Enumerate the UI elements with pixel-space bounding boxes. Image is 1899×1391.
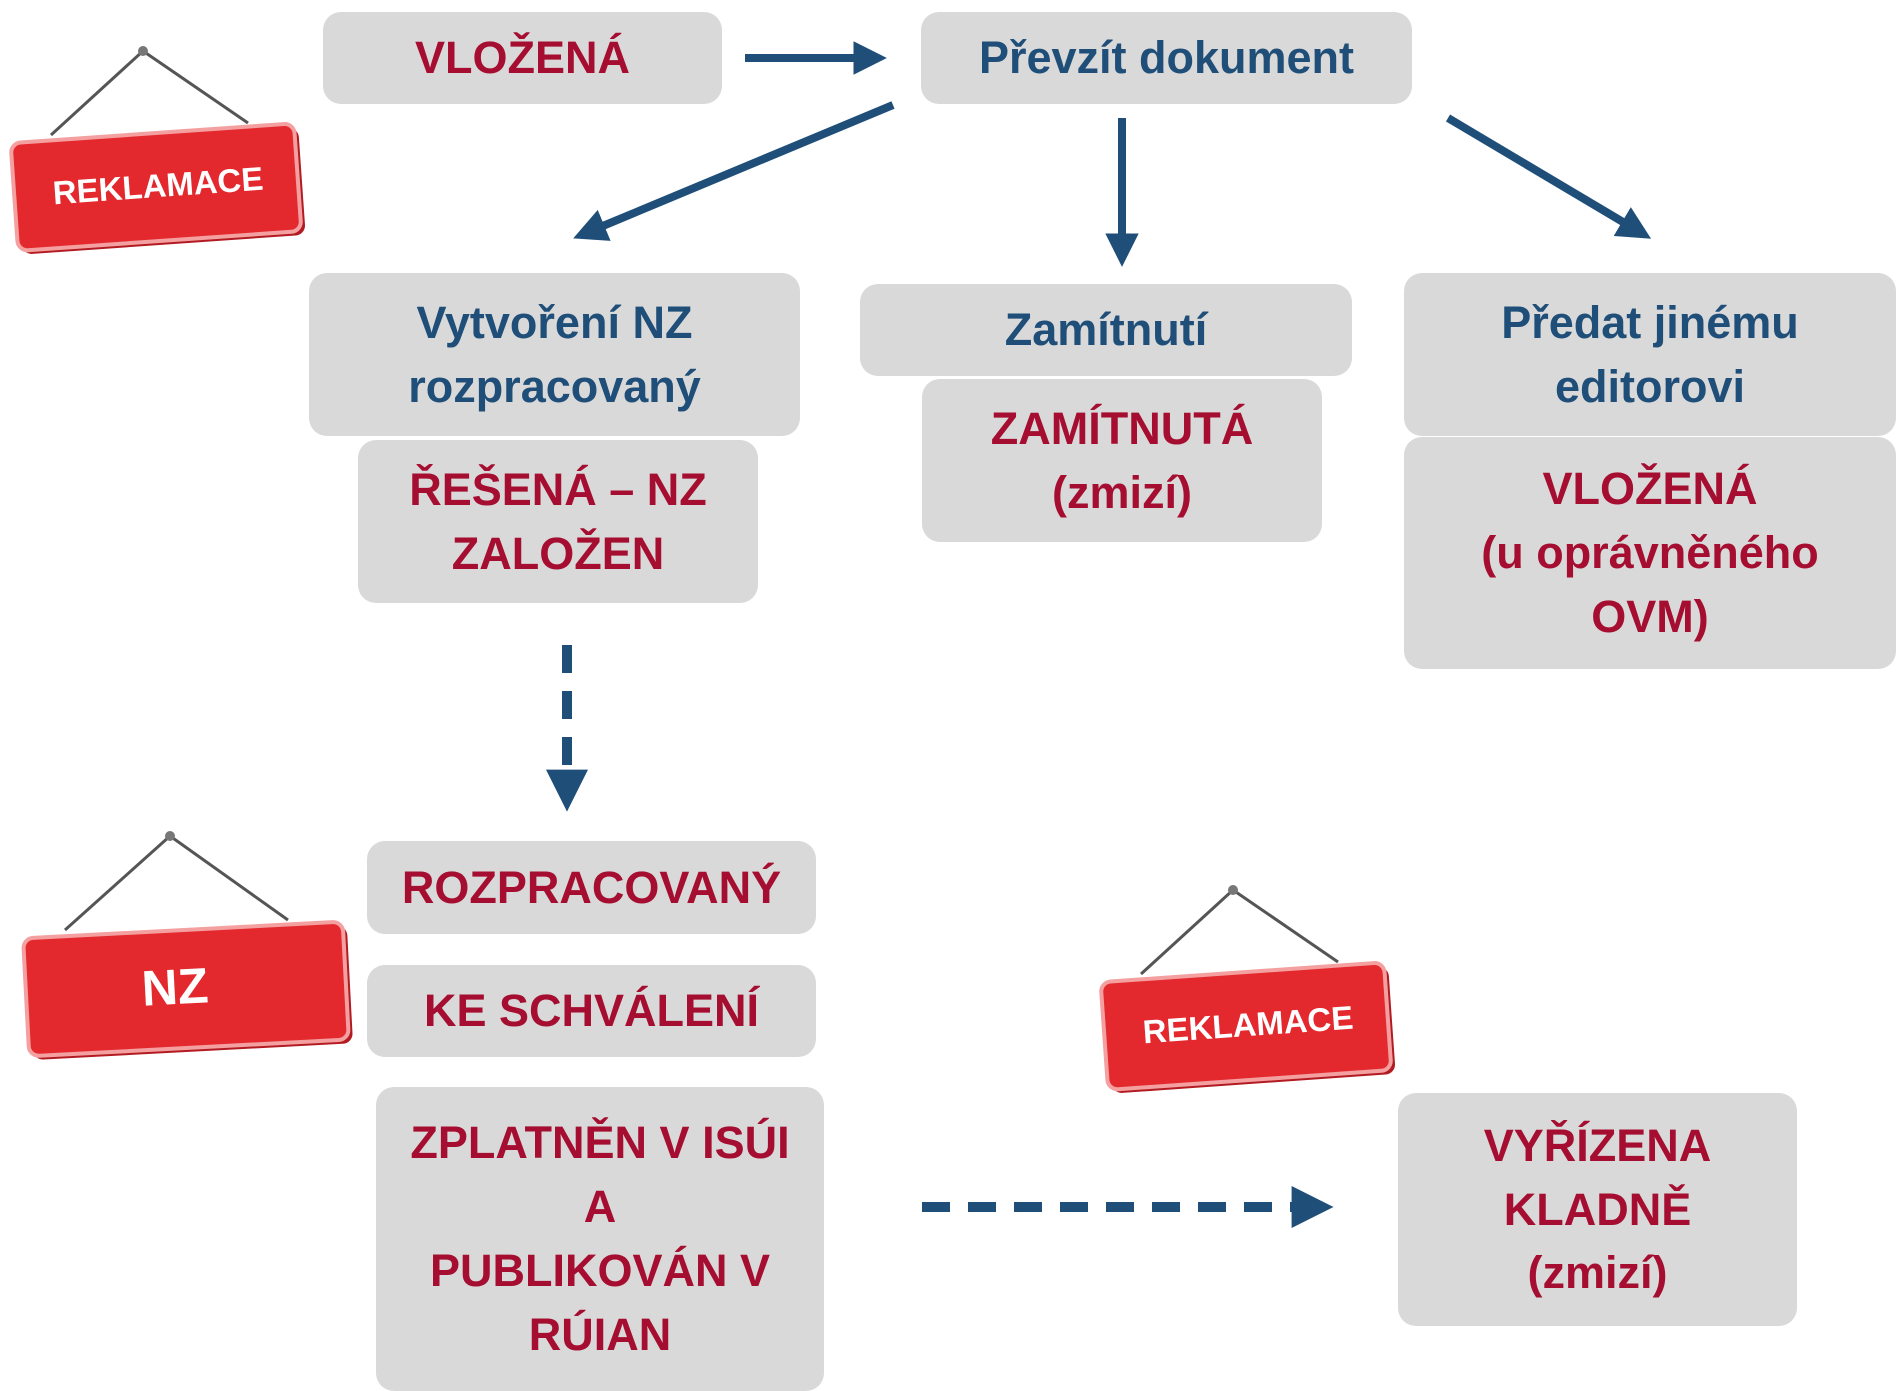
vlozena-top-label: VLOŽENÁ	[414, 32, 630, 84]
zamitnuta-box: ZAMÍTNUTÁ (zmizí)	[922, 379, 1322, 542]
resena-line-2: ZALOŽEN	[451, 527, 665, 579]
vlozena-ovm-line-2: (u oprávněného	[1481, 527, 1819, 579]
zplatnen-line-2: A	[583, 1181, 617, 1233]
vyrizena-kladne-box: VYŘÍZENA KLADNĚ (zmizí)	[1398, 1093, 1797, 1326]
zamitnuti-label: Zamítnutí	[1004, 304, 1208, 356]
arrow-prevzit-to-predat	[1445, 114, 1652, 239]
vlozena-ovm-line-1: VLOŽENÁ	[1542, 463, 1758, 515]
zamitnuta-line-2: (zmizí)	[1052, 466, 1192, 518]
zamitnuta-line-1: ZAMÍTNUTÁ	[990, 402, 1254, 454]
vytvoreni-line-2: rozpracovaný	[408, 360, 701, 412]
zplatnen-line-1: ZPLATNĚN V ISÚI	[410, 1117, 790, 1169]
predat-line-1: Předat jinému	[1501, 296, 1799, 348]
zplatnen-box: ZPLATNĚN V ISÚI A PUBLIKOVÁN V RÚIAN	[376, 1087, 824, 1391]
nz-sign: NZ	[20, 830, 353, 1060]
ke-schvaleni-box: KE SCHVÁLENÍ	[367, 965, 816, 1057]
vytvoreni-line-1: Vytvoření NZ	[416, 296, 693, 348]
resena-line-1: ŘEŠENÁ – NZ	[409, 463, 707, 515]
resena-box: ŘEŠENÁ – NZ ZALOŽEN	[358, 440, 758, 603]
predat-editorovi-box: Předat jinému editorovi	[1404, 273, 1896, 436]
arrow-prevzit-to-vytvoreni	[573, 101, 895, 241]
zplatnen-line-4: RÚIAN	[528, 1308, 672, 1360]
prevzit-dokument-box: Převzít dokument	[921, 12, 1412, 104]
vyrizena-line-3: (zmizí)	[1527, 1247, 1668, 1299]
ke-schvaleni-label: KE SCHVÁLENÍ	[423, 985, 760, 1037]
vlozena-ovm-box: VLOŽENÁ (u oprávněného OVM)	[1404, 437, 1896, 669]
vyrizena-line-1: VYŘÍZENA	[1483, 1119, 1712, 1171]
rozpracovany-box: ROZPRACOVANÝ	[367, 841, 816, 934]
vyrizena-line-2: KLADNĚ	[1503, 1183, 1692, 1235]
rozpracovany-label: ROZPRACOVANÝ	[401, 861, 782, 913]
vlozena-ovm-line-3: OVM)	[1591, 590, 1709, 642]
zplatnen-line-3: PUBLIKOVÁN V	[429, 1245, 771, 1296]
reklamace-sign-top: REKLAMACE	[8, 45, 308, 255]
vlozena-top-box: VLOŽENÁ	[323, 12, 722, 104]
reklamace-sign-bottom: REKLAMACE	[1098, 884, 1398, 1094]
zamitnuti-box: Zamítnutí	[860, 284, 1352, 376]
prevzit-dokument-label: Převzít dokument	[978, 32, 1355, 84]
vytvoreni-nz-box: Vytvoření NZ rozpracovaný	[309, 273, 800, 436]
predat-line-2: editorovi	[1554, 360, 1746, 412]
